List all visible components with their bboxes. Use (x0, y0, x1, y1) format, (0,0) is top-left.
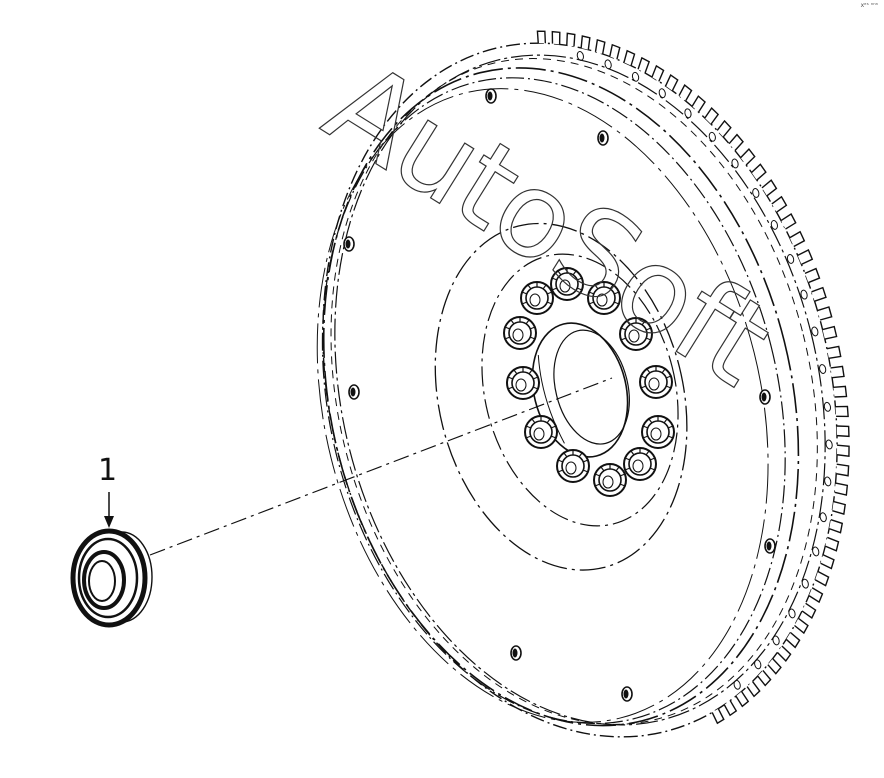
ring-gear-teeth (536, 30, 850, 725)
gear-tooth (735, 691, 750, 708)
gear-tooth (836, 444, 850, 457)
ring-gear-inner (334, 54, 826, 726)
gear-tooth (637, 56, 651, 74)
gear-tooth (808, 587, 824, 604)
gear-tooth (594, 38, 606, 55)
ring-relief-hole (708, 131, 716, 142)
ring-relief-hole (812, 546, 820, 557)
ring-relief-hole (788, 608, 796, 619)
gear-tooth (785, 631, 801, 649)
gear-tooth (836, 463, 850, 477)
gear-tooth (536, 30, 547, 44)
gear-tooth (828, 519, 844, 534)
gear-tooth (711, 708, 725, 725)
flywheel (316, 30, 850, 738)
ring-relief-hole (658, 88, 666, 99)
gear-tooth (830, 365, 845, 379)
ring-relief-hole (631, 71, 640, 82)
gear-tooth (746, 681, 761, 698)
gear-tooth (551, 30, 561, 45)
gear-tooth (751, 163, 767, 181)
gear-tooth (691, 95, 706, 113)
ring-relief-hole (684, 108, 692, 119)
gear-tooth (835, 405, 849, 418)
gear-tooth (826, 345, 842, 360)
assembly-axis-line (149, 377, 613, 556)
ring-relief-hole (800, 289, 808, 300)
hub-recess-outer (434, 222, 688, 571)
ring-relief-hole (825, 439, 833, 450)
ring-relief-hole (786, 254, 795, 264)
gear-tooth (820, 554, 835, 570)
gear-tooth (623, 49, 636, 66)
gear-tooth (651, 64, 665, 82)
gear-tooth (834, 482, 849, 496)
ring-relief-hole (819, 364, 827, 374)
gear-tooth (814, 570, 830, 587)
gear-tooth (678, 84, 693, 102)
gear-tooth (801, 602, 817, 619)
ring-relief-hole (770, 220, 778, 230)
gear-tooth (804, 267, 821, 284)
ring-relief-hole (752, 188, 760, 198)
ring-relief-hole (823, 401, 832, 412)
ring-relief-hole (801, 578, 809, 589)
gear-tooth (664, 73, 679, 92)
callout-number-1: 1 (98, 453, 118, 488)
pilot-bearing (70, 528, 153, 628)
corner-mark: xᵉˢ ⁿⁿⁿ (860, 2, 878, 9)
gear-tooth (780, 212, 797, 230)
ring-relief-hole (772, 635, 780, 646)
gear-tooth (824, 536, 840, 552)
callout-leader-arrow (104, 492, 114, 528)
gear-tooth (716, 119, 732, 138)
gear-tooth (757, 670, 772, 687)
ring-relief-hole (819, 512, 827, 523)
gear-tooth (740, 148, 756, 166)
gear-tooth (767, 658, 782, 675)
gear-tooth (761, 179, 778, 197)
gear-tooth (794, 617, 809, 635)
gear-tooth (776, 645, 792, 663)
gear-tooth (723, 700, 738, 717)
ring-relief-hole (731, 158, 739, 169)
gear-tooth (728, 133, 744, 152)
ring-relief-hole (604, 59, 612, 70)
hub-recess-inner (481, 253, 679, 527)
flywheel-face-rim (322, 67, 800, 727)
gear-tooth (704, 107, 720, 125)
gear-tooth (822, 325, 838, 340)
gear-tooth (771, 195, 788, 213)
gear-tooth (836, 425, 850, 438)
gear-tooth (832, 500, 846, 515)
gear-tooth (811, 286, 827, 302)
ring-relief-hole (811, 326, 819, 337)
gear-tooth (609, 43, 621, 60)
ring-relief-hole (824, 476, 832, 487)
gear-tooth (566, 32, 576, 47)
gear-tooth (833, 385, 848, 398)
gear-tooth (817, 306, 833, 321)
gear-tooth (797, 248, 814, 265)
gear-tooth (789, 230, 806, 248)
gear-tooth (580, 35, 591, 50)
